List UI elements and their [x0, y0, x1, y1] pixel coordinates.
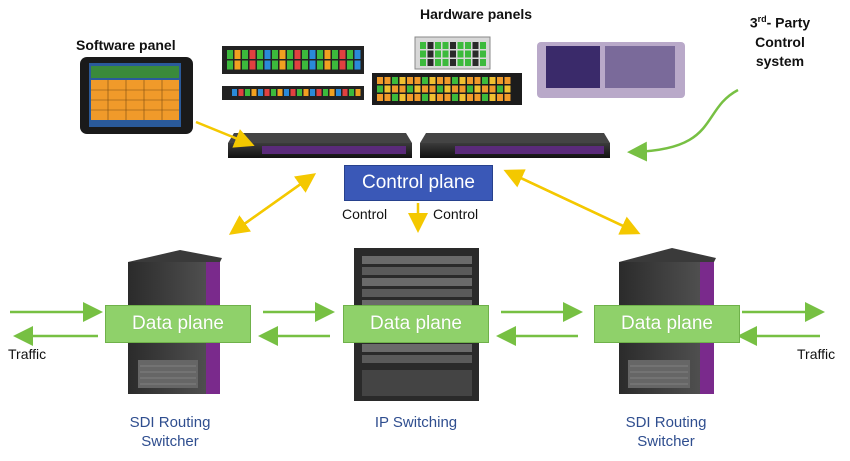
- third-party-rest: - Party: [766, 14, 811, 31]
- third-party-label: 3rd- Party Control system: [740, 10, 820, 71]
- control-label-right: Control: [433, 206, 479, 222]
- control-arrows: [195, 120, 641, 235]
- software-panel-label: Software panel: [76, 37, 176, 53]
- sdi-left-line1: SDI Routing: [129, 414, 211, 431]
- third-party-line3: system: [755, 52, 805, 69]
- sdi-router-right-label: SDI Routing Switcher: [611, 413, 721, 451]
- rack-controller-icon: [228, 133, 610, 158]
- control-label-left: Control: [342, 206, 388, 222]
- sdi-router-left-label: SDI Routing Switcher: [115, 413, 225, 451]
- third-party-num: 3: [749, 14, 758, 31]
- sdi-left-line2: Switcher: [141, 433, 199, 450]
- hardware-panels-label: Hardware panels: [420, 6, 533, 22]
- ip-switching-label: IP Switching: [374, 414, 458, 431]
- control-plane-box: Control plane: [344, 165, 493, 201]
- sdi-right-line2: Switcher: [637, 433, 695, 450]
- data-plane-right: Data plane: [594, 305, 740, 343]
- button-panel-icon: [222, 36, 685, 105]
- traffic-arrows: [10, 88, 825, 346]
- traffic-label-right: Traffic: [797, 346, 836, 362]
- third-party-line2: Control: [755, 33, 805, 50]
- third-party-sup: rd: [757, 14, 767, 24]
- data-plane-left: Data plane: [105, 305, 251, 343]
- data-plane-center: Data plane: [343, 305, 489, 343]
- tablet-icon: [80, 57, 193, 134]
- traffic-label-left: Traffic: [8, 346, 47, 362]
- sdi-right-line1: SDI Routing: [625, 414, 707, 431]
